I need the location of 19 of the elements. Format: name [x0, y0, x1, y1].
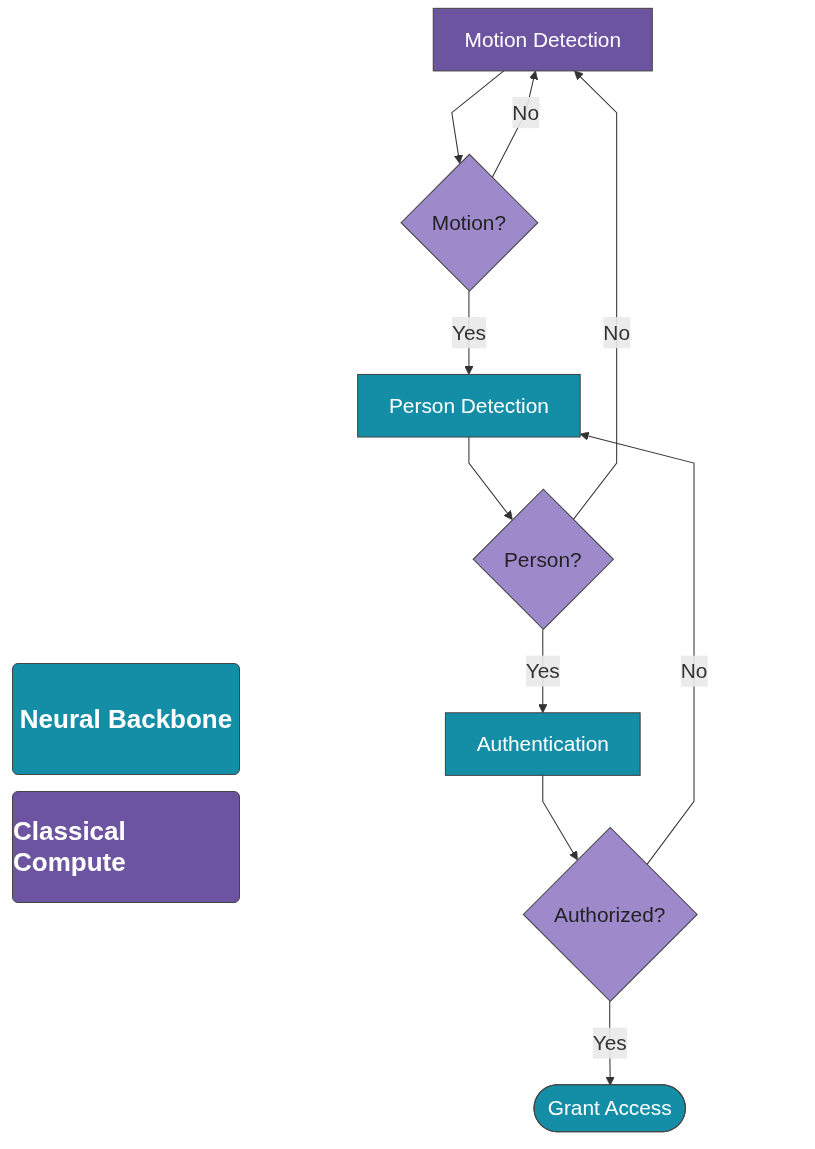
arrow: [468, 436, 513, 520]
node-box: Person Detection: [357, 373, 581, 438]
edge-label: Yes: [592, 1031, 627, 1055]
legend-label: Neural Backbone: [19, 703, 233, 735]
node-box: Motion Detection: [432, 7, 653, 72]
edge-label: No: [603, 321, 630, 345]
arrow: [542, 774, 578, 861]
edge-label: Yes: [451, 321, 486, 345]
arrow: [579, 431, 695, 866]
edge-label: No: [680, 659, 708, 683]
node-box: Authentication: [444, 712, 641, 776]
node-diamond: Authorized?: [522, 826, 698, 1003]
arrow: [572, 70, 618, 521]
node-diamond: Person?: [472, 488, 615, 631]
edge-label: Yes: [525, 659, 560, 683]
legend-label: Classical Compute: [13, 816, 127, 878]
edge-label: No: [512, 101, 540, 125]
arrow: [451, 70, 505, 164]
node-diamond: Motion?: [400, 153, 539, 292]
